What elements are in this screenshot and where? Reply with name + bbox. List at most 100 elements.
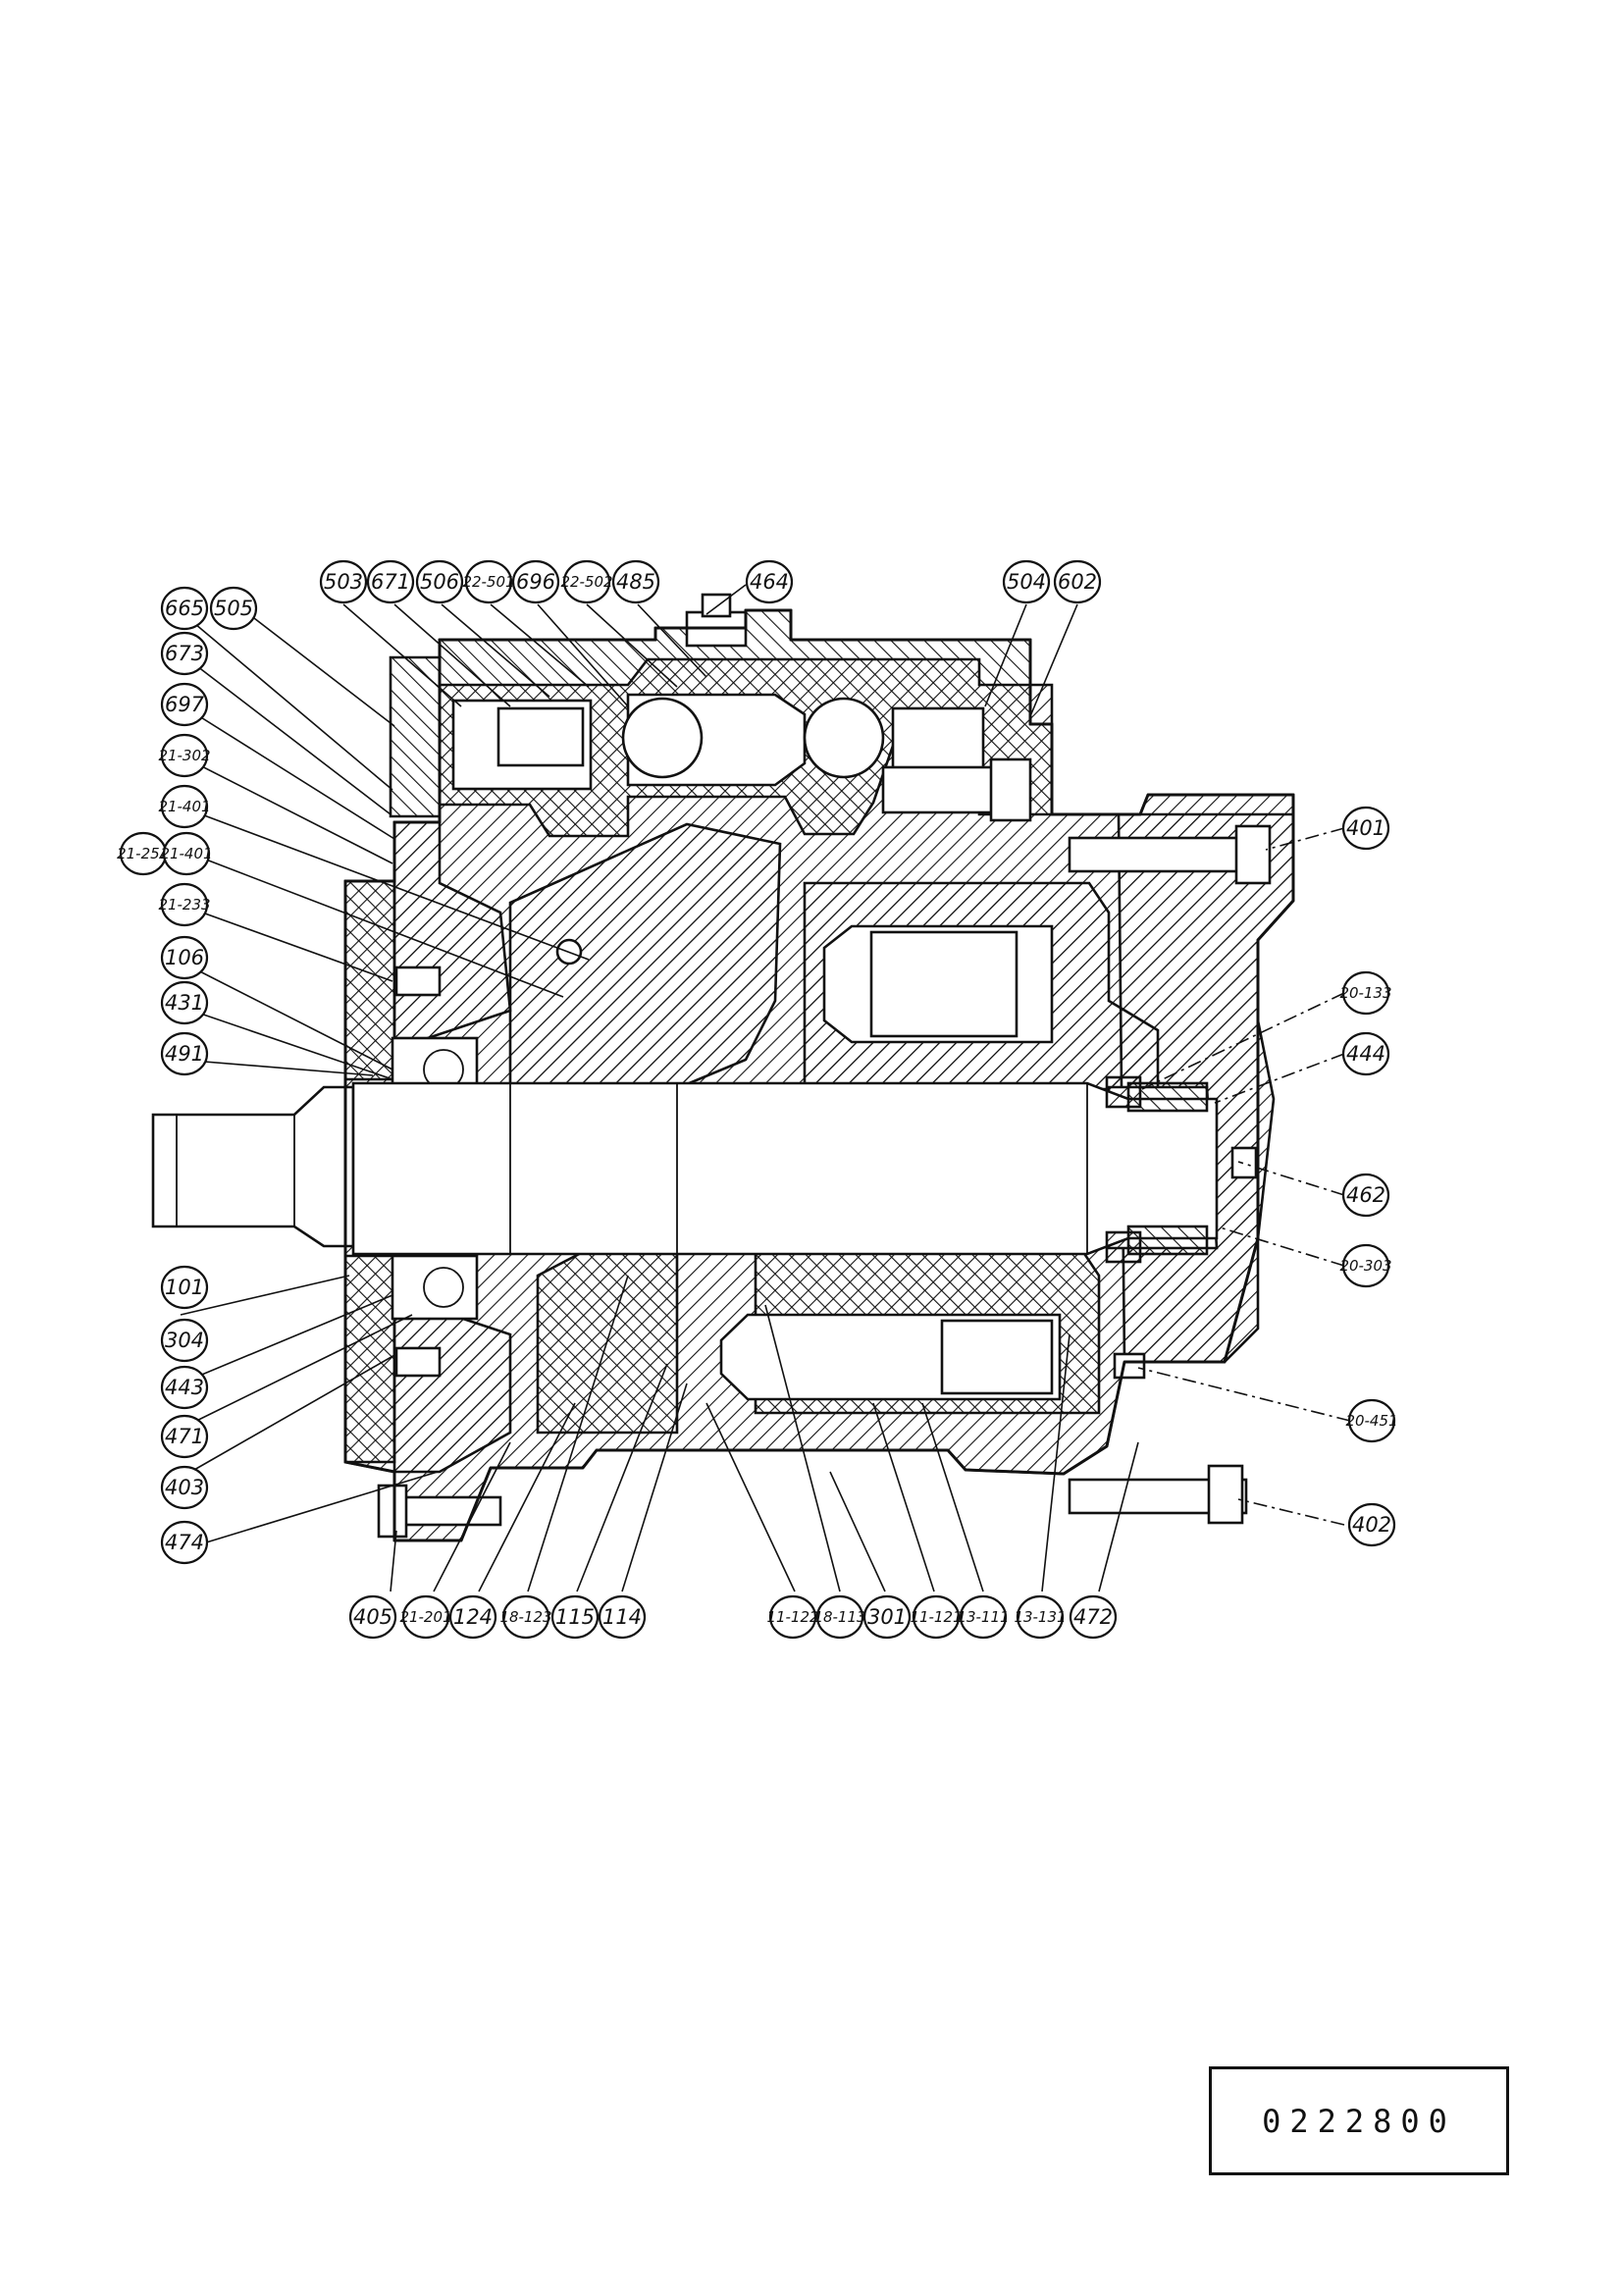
svg-text:401: 401 bbox=[1346, 816, 1385, 840]
callout: 444 bbox=[1341, 1031, 1390, 1076]
svg-text:22-501: 22-501 bbox=[462, 573, 514, 591]
callout: 20-133 bbox=[1339, 970, 1392, 1016]
callout: 18-113 bbox=[813, 1594, 866, 1640]
callout: 22-501 bbox=[462, 559, 515, 604]
callout: 11-122 bbox=[766, 1594, 819, 1640]
svg-text:491: 491 bbox=[165, 1042, 204, 1066]
callout: 18-123 bbox=[499, 1594, 552, 1640]
svg-text:405: 405 bbox=[353, 1605, 392, 1629]
svg-text:464: 464 bbox=[750, 570, 789, 594]
svg-text:106: 106 bbox=[165, 946, 204, 969]
svg-text:21-201: 21-201 bbox=[399, 1608, 451, 1626]
callout: 505 bbox=[209, 586, 258, 631]
svg-text:431: 431 bbox=[165, 991, 204, 1015]
svg-text:22-502: 22-502 bbox=[560, 573, 612, 591]
svg-text:20-303: 20-303 bbox=[1339, 1257, 1391, 1275]
svg-text:506: 506 bbox=[420, 570, 459, 594]
callout: 471 bbox=[160, 1414, 209, 1459]
svg-text:18-113: 18-113 bbox=[813, 1608, 865, 1626]
svg-text:20-133: 20-133 bbox=[1339, 984, 1391, 1002]
callout: 20-303 bbox=[1339, 1243, 1392, 1288]
svg-text:18-123: 18-123 bbox=[499, 1608, 551, 1626]
svg-text:21-25A: 21-25A bbox=[117, 845, 170, 862]
svg-text:101: 101 bbox=[165, 1276, 204, 1299]
callout: 402 bbox=[1347, 1502, 1396, 1547]
svg-text:124: 124 bbox=[453, 1605, 493, 1629]
svg-text:505: 505 bbox=[214, 597, 253, 620]
svg-text:115: 115 bbox=[555, 1605, 595, 1629]
svg-text:443: 443 bbox=[165, 1376, 204, 1399]
svg-text:13-131: 13-131 bbox=[1014, 1608, 1066, 1626]
svg-text:504: 504 bbox=[1007, 570, 1046, 594]
svg-text:304: 304 bbox=[165, 1329, 204, 1352]
svg-text:471: 471 bbox=[165, 1425, 204, 1448]
callout: 431 bbox=[160, 980, 209, 1025]
svg-text:11-122: 11-122 bbox=[766, 1608, 818, 1626]
callout: 13-131 bbox=[1014, 1594, 1067, 1640]
svg-text:474: 474 bbox=[165, 1531, 204, 1554]
callout: 503 bbox=[319, 559, 368, 604]
callout: 472 bbox=[1069, 1594, 1118, 1640]
callout-balloons: 503 671 506 22-501 696 22-502 485 464 50… bbox=[117, 559, 1398, 1640]
svg-text:301: 301 bbox=[867, 1605, 907, 1629]
svg-text:602: 602 bbox=[1058, 570, 1097, 594]
svg-text:697: 697 bbox=[165, 693, 205, 716]
svg-text:673: 673 bbox=[165, 642, 204, 665]
drawing-number: 0222800 bbox=[1262, 2102, 1456, 2140]
pump-cross-section bbox=[151, 593, 1295, 1542]
callout: 602 bbox=[1053, 559, 1102, 604]
svg-text:20-451: 20-451 bbox=[1345, 1412, 1397, 1430]
svg-text:503: 503 bbox=[324, 570, 363, 594]
svg-text:21-401: 21-401 bbox=[158, 798, 210, 815]
callout: 401 bbox=[1341, 806, 1390, 851]
callout: 697 bbox=[160, 682, 209, 727]
callout: 101 bbox=[160, 1265, 209, 1310]
callout: 114 bbox=[598, 1594, 647, 1640]
callout: 21-233 bbox=[158, 882, 211, 927]
callout: 301 bbox=[862, 1594, 912, 1640]
callout: 403 bbox=[160, 1465, 209, 1510]
callout: 665 bbox=[160, 586, 209, 631]
callout: 21-201 bbox=[399, 1594, 452, 1640]
svg-text:114: 114 bbox=[602, 1605, 642, 1629]
svg-text:665: 665 bbox=[165, 597, 204, 620]
callout: 474 bbox=[160, 1520, 209, 1565]
callout: 485 bbox=[611, 559, 660, 604]
callout: 115 bbox=[550, 1594, 600, 1640]
callout: 21-401 bbox=[160, 831, 213, 876]
callout: 504 bbox=[1002, 559, 1051, 604]
svg-text:403: 403 bbox=[165, 1476, 204, 1499]
callout: 13-111 bbox=[957, 1594, 1010, 1640]
svg-text:13-111: 13-111 bbox=[957, 1608, 1009, 1626]
svg-text:472: 472 bbox=[1073, 1605, 1113, 1629]
callout: 491 bbox=[160, 1031, 209, 1076]
callout: 20-451 bbox=[1345, 1398, 1398, 1443]
leader-lines bbox=[176, 584, 1351, 1592]
callout: 462 bbox=[1341, 1173, 1390, 1218]
svg-text:21-302: 21-302 bbox=[158, 747, 210, 764]
callout: 671 bbox=[366, 559, 415, 604]
svg-text:462: 462 bbox=[1346, 1183, 1385, 1207]
svg-text:21-233: 21-233 bbox=[158, 896, 210, 913]
callout: 506 bbox=[415, 559, 464, 604]
callout: 124 bbox=[448, 1594, 497, 1640]
callout: 405 bbox=[348, 1594, 397, 1640]
callout: 106 bbox=[160, 935, 209, 980]
svg-text:485: 485 bbox=[616, 570, 655, 594]
svg-text:444: 444 bbox=[1346, 1042, 1385, 1066]
svg-text:11-121: 11-121 bbox=[910, 1608, 962, 1626]
callout: 21-302 bbox=[158, 733, 211, 778]
callout: 11-121 bbox=[910, 1594, 963, 1640]
svg-text:21-401: 21-401 bbox=[160, 845, 212, 862]
callout: 443 bbox=[160, 1365, 209, 1410]
svg-text:671: 671 bbox=[371, 570, 410, 594]
drawing-number-box: 0222800 bbox=[1209, 2066, 1509, 2175]
callout: 464 bbox=[745, 559, 794, 604]
callout: 304 bbox=[160, 1318, 209, 1363]
svg-text:696: 696 bbox=[516, 570, 555, 594]
callout: 696 bbox=[511, 559, 560, 604]
svg-text:402: 402 bbox=[1352, 1513, 1391, 1537]
callout: 21-401 bbox=[158, 784, 211, 829]
callout: 22-502 bbox=[560, 559, 613, 604]
